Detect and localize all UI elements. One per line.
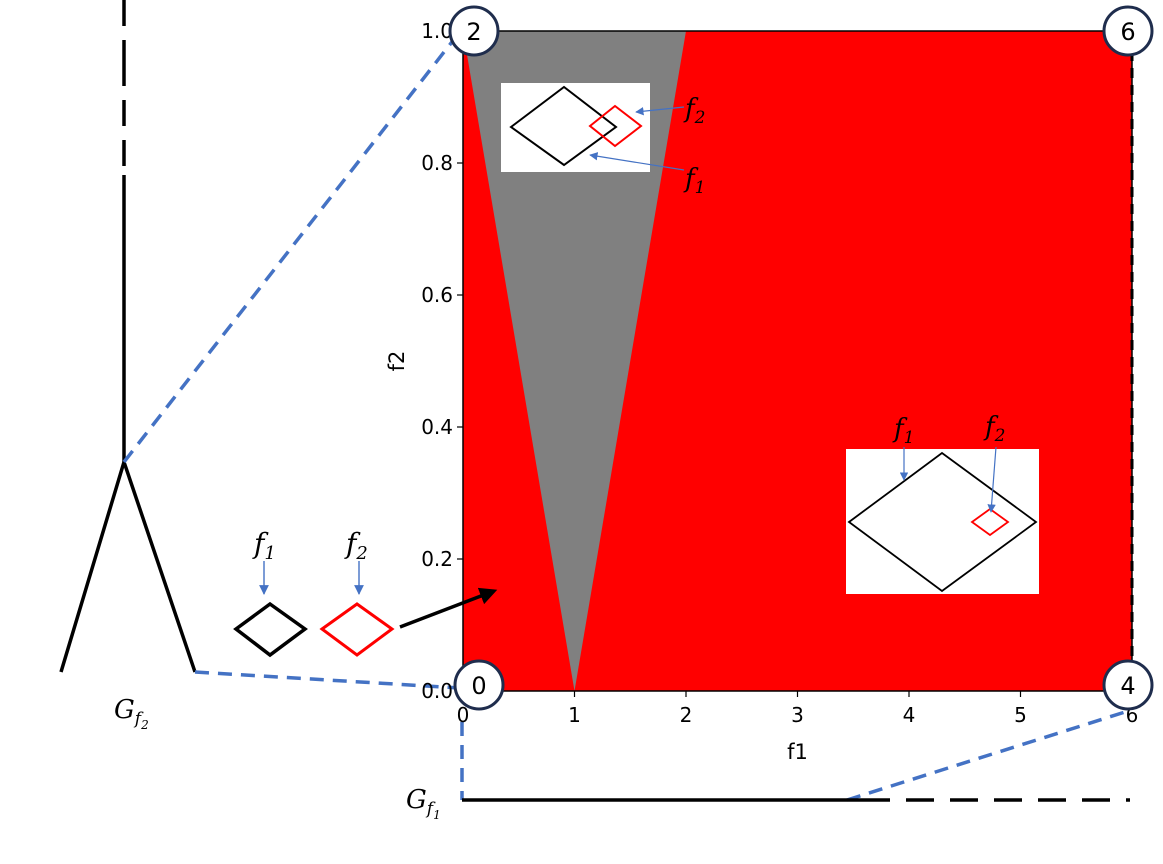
x-axis-label: f1	[787, 740, 808, 764]
y-tick-label: 0.6	[421, 283, 453, 307]
x-tick-label: 5	[1014, 703, 1027, 727]
x-tick-label: 3	[791, 703, 804, 727]
label-gf2: Gf2	[114, 695, 149, 732]
corner-markers: 2 6 0 4	[448, 5, 1154, 711]
arrow-f2-bottom	[987, 446, 997, 513]
y-tick-label: 0.0	[421, 679, 453, 703]
label-f2-legend: f2	[344, 527, 368, 564]
label-f1-legend: f1	[252, 527, 276, 564]
y-tick-label: 0.4	[421, 415, 453, 439]
inset-bottom: f1 f2	[846, 412, 1039, 594]
inset-top: f2 f1	[501, 83, 705, 198]
region-1	[463, 31, 686, 691]
svg-text:6: 6	[1120, 18, 1135, 46]
corner-top-right: 6	[1102, 5, 1154, 57]
x-tick-label: 0	[457, 703, 470, 727]
label-gf1: Gf1	[406, 785, 441, 822]
corner-top-left: 2	[448, 5, 500, 57]
y-tick-label: 0.2	[421, 547, 453, 571]
region-chart: 0 1 2 3 4 5 6 0.0 0.2 0.4 0.6 0.8 1.0 f1 f2	[385, 19, 1138, 764]
x-tick-label: 1	[568, 703, 581, 727]
y-tick-label: 0.8	[421, 151, 453, 175]
corner-bottom-right: 4	[1102, 659, 1154, 711]
blue-connectors	[122, 36, 1126, 802]
corner-bottom-left: 0	[453, 659, 505, 711]
legend-diamonds: f1 f2	[233, 527, 498, 658]
arrow-f1-top	[589, 152, 685, 171]
y-tick-label: 1.0	[421, 19, 453, 43]
x-tick-label: 4	[903, 703, 916, 727]
svg-text:4: 4	[1120, 672, 1135, 700]
svg-text:2: 2	[466, 18, 481, 46]
tree-gf2	[59, 0, 197, 673]
svg-text:0: 0	[471, 672, 486, 700]
arrow-f2-top	[635, 106, 685, 116]
x-tick-label: 2	[680, 703, 693, 727]
arrow-to-region	[399, 587, 498, 629]
y-axis-label: f2	[385, 351, 409, 372]
